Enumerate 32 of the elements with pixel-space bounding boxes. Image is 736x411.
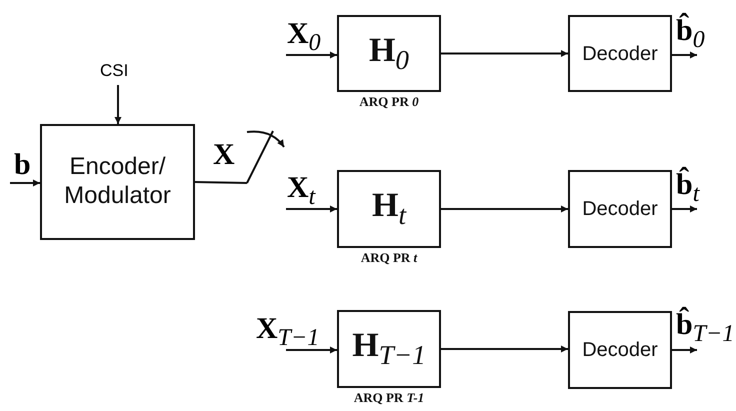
decoder-box [568, 170, 672, 248]
arrow [286, 206, 337, 212]
edge-label: b [14, 150, 31, 180]
signal-label: X [213, 140, 235, 170]
box-label: H$_{T−1}$ [352, 326, 426, 372]
node-label: ARQ PR 0 [359, 94, 419, 110]
edge-label: X$_{0}$ [287, 19, 321, 55]
arrow [672, 346, 697, 354]
connector-arrow [441, 50, 568, 57]
edge-label: CSI [100, 62, 128, 79]
node-label: ARQ PR t [360, 250, 418, 266]
box-label: Decoder [582, 338, 658, 362]
connector-arrow [441, 346, 568, 352]
switch-symbol [246, 130, 285, 184]
arrow [286, 346, 337, 354]
arrow [286, 52, 337, 58]
edge-label: X$_{T−1}$ [256, 314, 320, 350]
edge-label: X$_{t}$ [287, 173, 316, 209]
box-label: Decoder [582, 197, 658, 221]
box-label: Encoder/ Modulator [63, 153, 172, 211]
arrow [672, 52, 697, 58]
decoder-box [568, 15, 672, 92]
arrow [10, 180, 40, 186]
encoder-box [40, 124, 195, 240]
box-label: Decoder [582, 42, 658, 66]
node-label: ARQ PR T-1 [354, 390, 424, 406]
arrow [672, 206, 697, 212]
connector-arrow [441, 206, 568, 212]
arrow [114, 85, 122, 124]
box-label: H$_{t}$ [372, 186, 406, 232]
box-label: H$_{0}$ [368, 30, 410, 76]
decoder-box [568, 311, 672, 389]
